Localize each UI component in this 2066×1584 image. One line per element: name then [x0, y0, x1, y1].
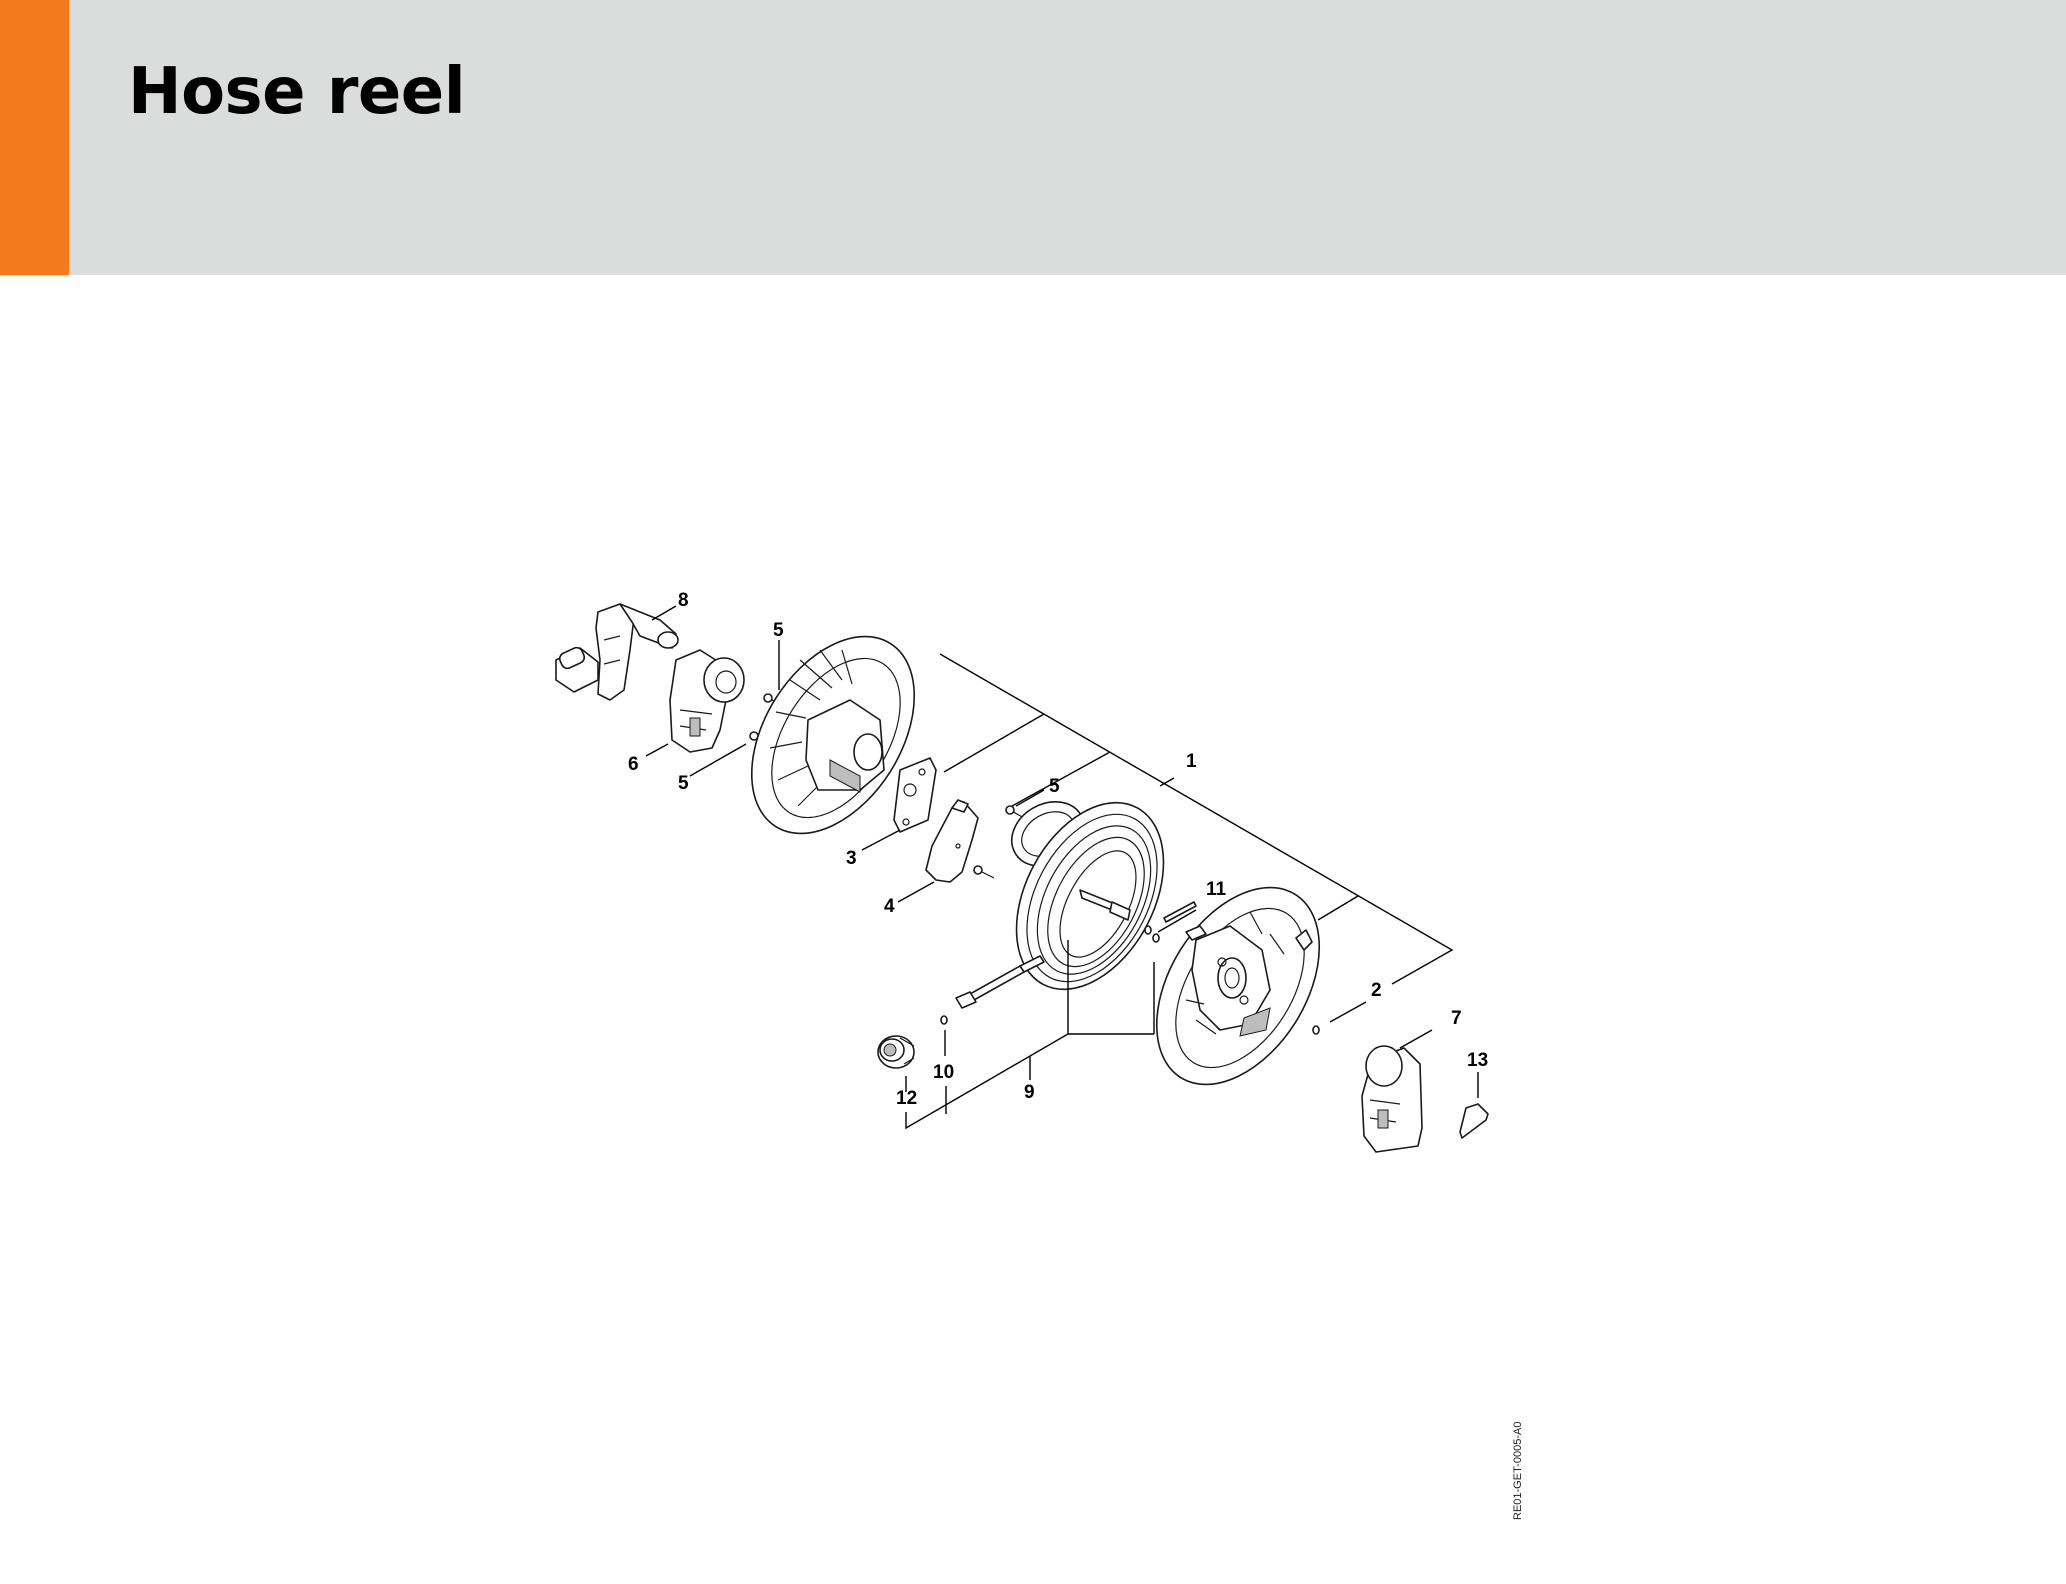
- part-cover: [925, 799, 979, 883]
- callout-2: 2: [1371, 980, 1382, 1001]
- part-reel-disc-left: [750, 635, 916, 835]
- reference-code: RE01-GET-0005-A0: [1512, 1421, 1524, 1520]
- part-screw-mid: [1005, 805, 1025, 819]
- part-crank-handle: [555, 603, 679, 701]
- part-hose-coil: [955, 801, 1165, 1009]
- callout-8: 8: [678, 590, 689, 611]
- callout-11: 11: [1206, 879, 1227, 900]
- part-small-nut: [940, 1015, 948, 1025]
- callout-6: 6: [628, 754, 639, 775]
- header-band: [0, 0, 2066, 275]
- part-bracket-left: [669, 649, 745, 753]
- callout-5-top: 5: [773, 620, 784, 641]
- page-title: Hose reel: [128, 55, 466, 129]
- part-reel-disc-right: [1155, 886, 1321, 1086]
- part-screw-cover: [973, 865, 995, 879]
- callout-13: 13: [1467, 1050, 1488, 1071]
- accent-bar: [0, 0, 69, 275]
- callout-10: 10: [933, 1062, 954, 1083]
- part-rings-small: [1144, 925, 1160, 943]
- callout-5-mid: 5: [1049, 776, 1060, 797]
- part-inlet-fitting: [877, 1035, 915, 1069]
- callout-7: 7: [1451, 1008, 1462, 1029]
- callout-4: 4: [884, 896, 895, 917]
- callout-labels: 8 5 6 5 1 5 3 4 11 2 7 13 10 12 9: [628, 590, 1488, 1109]
- part-clip: [1459, 1103, 1489, 1139]
- part-plate: [893, 757, 937, 833]
- part-bracket-right: [1361, 1045, 1423, 1153]
- callout-1: 1: [1186, 751, 1197, 772]
- callout-12: 12: [896, 1088, 917, 1109]
- callout-9: 9: [1024, 1082, 1035, 1103]
- part-ring-2: [1312, 1025, 1320, 1035]
- callout-3: 3: [846, 848, 857, 869]
- callout-5-left: 5: [678, 773, 689, 794]
- leader-lines: [645, 605, 1479, 1130]
- part-pin: [1163, 901, 1197, 923]
